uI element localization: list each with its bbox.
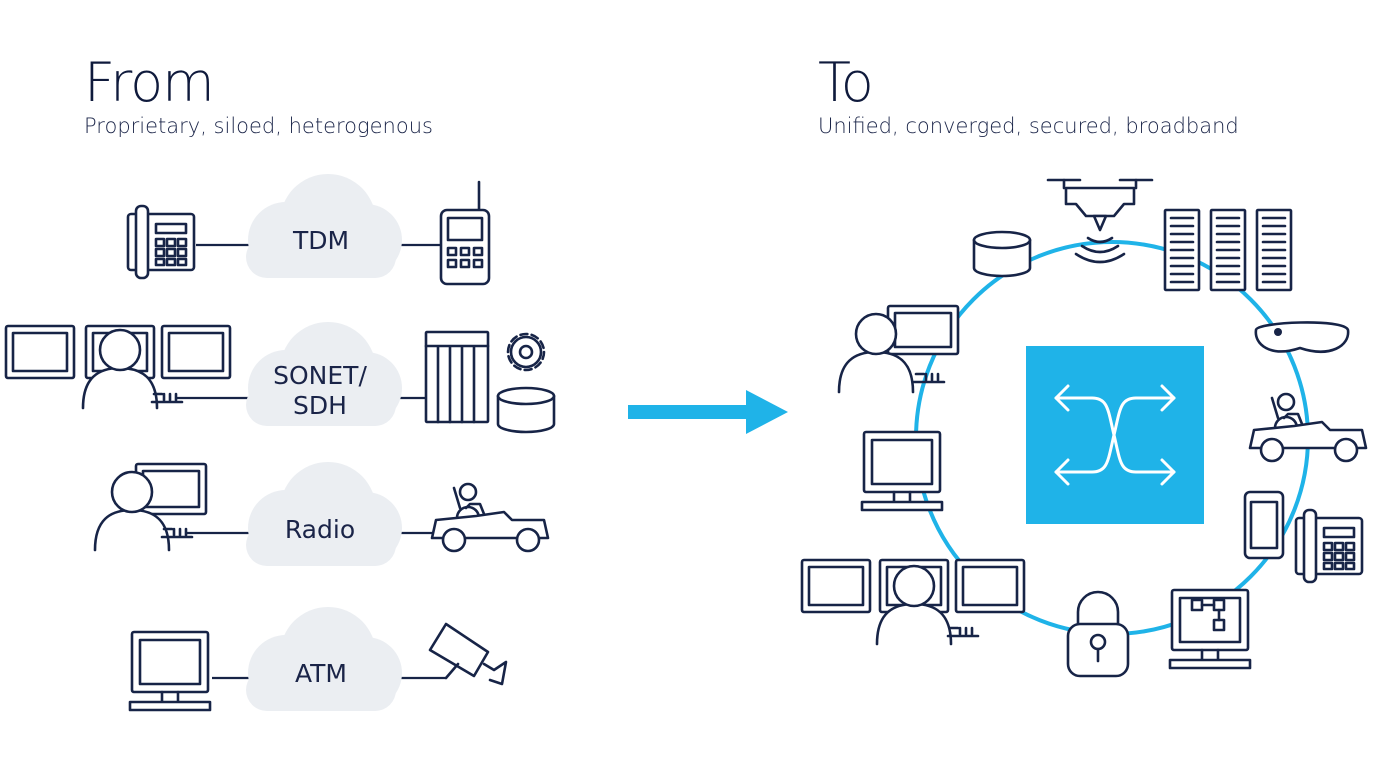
cloud-atm-label: ATM (295, 659, 347, 688)
server-racks-icon (1163, 208, 1293, 292)
operator-console-icon (4, 324, 232, 410)
smartphone-icon (1243, 490, 1285, 560)
to-subtitle: Unified, converged, secured, broadband (818, 114, 1239, 138)
workstation-icon (128, 630, 212, 712)
operator-console-icon-ring (800, 558, 1026, 646)
cctv-camera-icon (428, 622, 508, 686)
database-icon-ring (972, 230, 1032, 278)
desk-phone-icon-ring (1294, 508, 1364, 584)
server-cabinet-icon (424, 330, 490, 424)
transition-arrow-icon (628, 390, 788, 434)
walkie-talkie-icon (439, 180, 491, 286)
drone-icon (1046, 178, 1154, 264)
workflow-monitor-icon (1168, 588, 1252, 670)
from-title: From (84, 51, 215, 114)
smart-glasses-icon (1254, 321, 1350, 353)
left-connectors (176, 243, 446, 680)
cloud-sonet-label-line2: SDH (293, 391, 347, 420)
cloud-radio-label: Radio (285, 515, 355, 544)
jeep-icon (430, 482, 550, 553)
workstation-icon-ring (860, 430, 944, 512)
to-title: To (818, 51, 874, 114)
lock-icon (1066, 590, 1130, 678)
cloud-sonet-label-line1: SONET/ (273, 361, 367, 390)
database-icon (496, 386, 556, 434)
cloud-tdm-label: TDM (292, 226, 349, 255)
gear-icon (506, 332, 546, 372)
desk-phone-icon (126, 204, 196, 280)
dispatcher-icon-ring (837, 304, 960, 394)
dispatcher-icon (93, 462, 208, 552)
cloud-radio (246, 462, 402, 566)
from-subtitle: Proprietary, siloed, heterogenous (84, 114, 433, 138)
network-switch-icon (1026, 346, 1204, 524)
